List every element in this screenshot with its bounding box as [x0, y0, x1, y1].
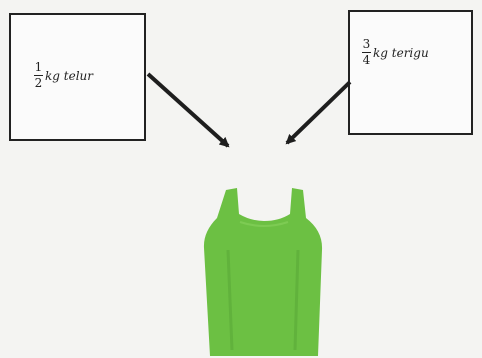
arrow-left: [148, 74, 228, 146]
plastic-bag-icon: [204, 188, 322, 356]
arrow-right: [287, 82, 350, 143]
